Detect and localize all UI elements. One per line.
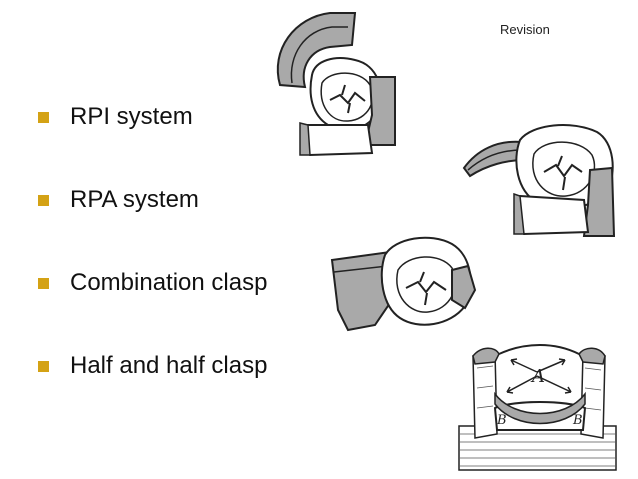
square-bullet-icon (38, 111, 49, 123)
bullet-label: Combination clasp (70, 269, 268, 296)
rpi-clasp-figure (276, 12, 396, 157)
corner-label-revision: Revision (500, 22, 550, 37)
square-bullet-icon (38, 360, 49, 372)
square-bullet-icon (38, 277, 49, 289)
rpa-clasp-figure (462, 124, 616, 237)
label-b-right: B (572, 413, 583, 428)
bullet-label: Half and half clasp (70, 352, 268, 379)
square-bullet-icon (38, 194, 49, 206)
bullet-rpi-system: RPI system (38, 100, 193, 134)
half-and-half-clasp-figure: A B B (458, 344, 617, 471)
label-b-left: B (496, 413, 507, 428)
bullet-label: RPI system (70, 103, 193, 130)
bullet-rpa-system: RPA system (38, 183, 199, 217)
bullet-combination-clasp: Combination clasp (38, 266, 267, 300)
combination-clasp-figure (330, 236, 477, 332)
bullet-half-and-half-clasp: Half and half clasp (38, 349, 267, 383)
label-a: A (530, 366, 545, 387)
bullet-label: RPA system (70, 186, 199, 213)
